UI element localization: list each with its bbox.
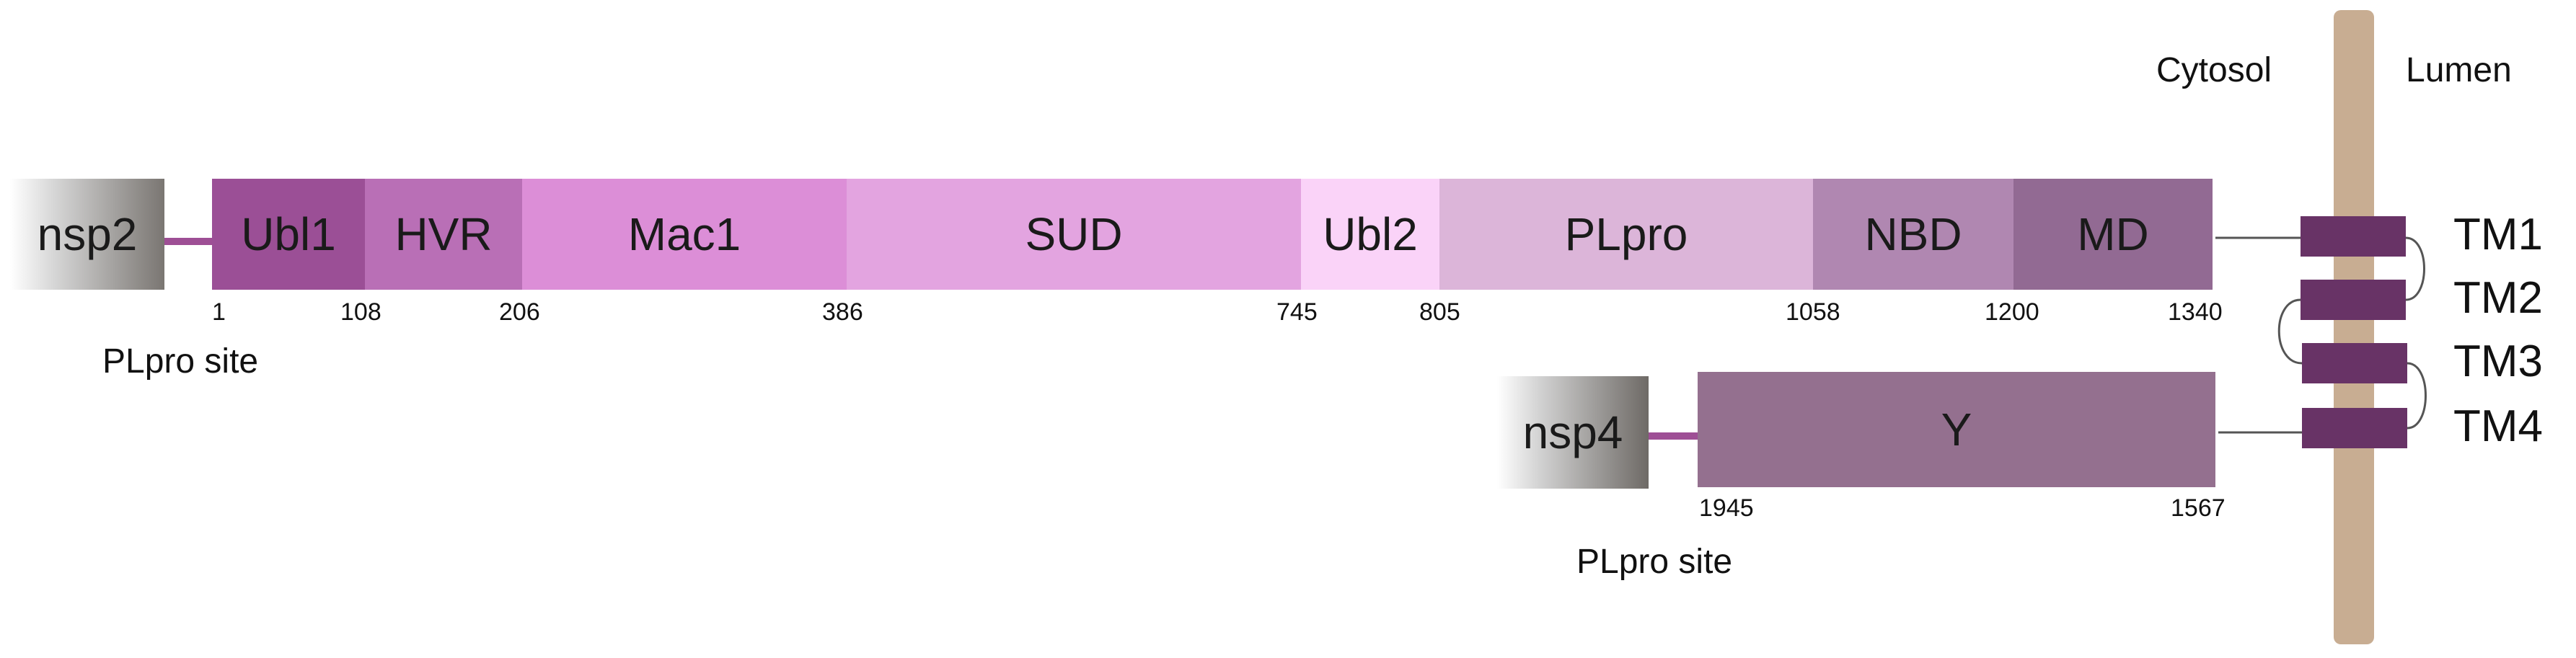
nsp2-label: nsp2: [37, 208, 138, 260]
domain-label-nbd: NBD: [1864, 208, 1962, 260]
domain-md: MD: [2013, 179, 2213, 290]
domain-sud: SUD: [847, 179, 1301, 290]
residue-number: 386: [822, 298, 863, 326]
nsp2-box: nsp2: [10, 179, 164, 290]
nsp2-linker: [164, 238, 212, 245]
domain-mac1: Mac1: [522, 179, 847, 290]
domain-label-mac1: Mac1: [627, 208, 741, 260]
domain-label-sud: SUD: [1025, 208, 1123, 260]
er-membrane: [2334, 10, 2374, 644]
residue-number: 108: [340, 298, 381, 326]
domain-label-y: Y: [1941, 404, 1972, 455]
cytosol-label: Cytosol: [2156, 51, 2272, 89]
tm4-helix: [2302, 408, 2407, 448]
tm3-helix: [2302, 343, 2407, 383]
residue-number: 1058: [1786, 298, 1840, 326]
domain-ubl1: Ubl1: [212, 179, 365, 290]
domain-label-plpro: PLpro: [1564, 208, 1688, 260]
domain-label-hvr: HVR: [394, 208, 493, 260]
tm2-helix: [2301, 280, 2406, 320]
residue-number: 1567: [2171, 494, 2226, 522]
residue-number: 206: [499, 298, 540, 326]
domain-nbd: NBD: [1813, 179, 2013, 290]
domain-label-ubl1: Ubl1: [241, 208, 336, 260]
tm3-tm4-loop: [2407, 362, 2427, 430]
domain-ubl2: Ubl2: [1301, 179, 1439, 290]
domain-y: Y: [1698, 372, 2215, 487]
tm2-tm3-loop: [2277, 298, 2303, 365]
domain-label-ubl2: Ubl2: [1323, 208, 1418, 260]
tm2-label: TM2: [2453, 273, 2543, 323]
lumen-label: Lumen: [2406, 51, 2512, 89]
domain-hvr: HVR: [365, 179, 522, 290]
residue-number: 1945: [1699, 494, 1754, 522]
domain-plpro: PLpro: [1439, 179, 1813, 290]
residue-number: 1340: [2168, 298, 2223, 326]
residue-number: 745: [1276, 298, 1318, 326]
plpro-site-label-top: PLpro site: [102, 342, 259, 381]
tm1-label: TM1: [2453, 210, 2543, 259]
residue-number: 1: [212, 298, 226, 326]
nsp4-label: nsp4: [1522, 406, 1623, 458]
tm4-label: TM4: [2453, 401, 2543, 451]
residue-number: 1200: [1985, 298, 2039, 326]
tm1-helix: [2301, 216, 2406, 257]
plpro-site-label-bottom: PLpro site: [1576, 543, 1733, 581]
residue-number: 805: [1419, 298, 1460, 326]
nsp4-box: nsp4: [1497, 376, 1649, 489]
nsp4-linker: [1649, 432, 1698, 440]
domain-label-md: MD: [2077, 208, 2149, 260]
tm1-tm2-loop: [2405, 236, 2425, 301]
tm3-label: TM3: [2453, 337, 2543, 386]
